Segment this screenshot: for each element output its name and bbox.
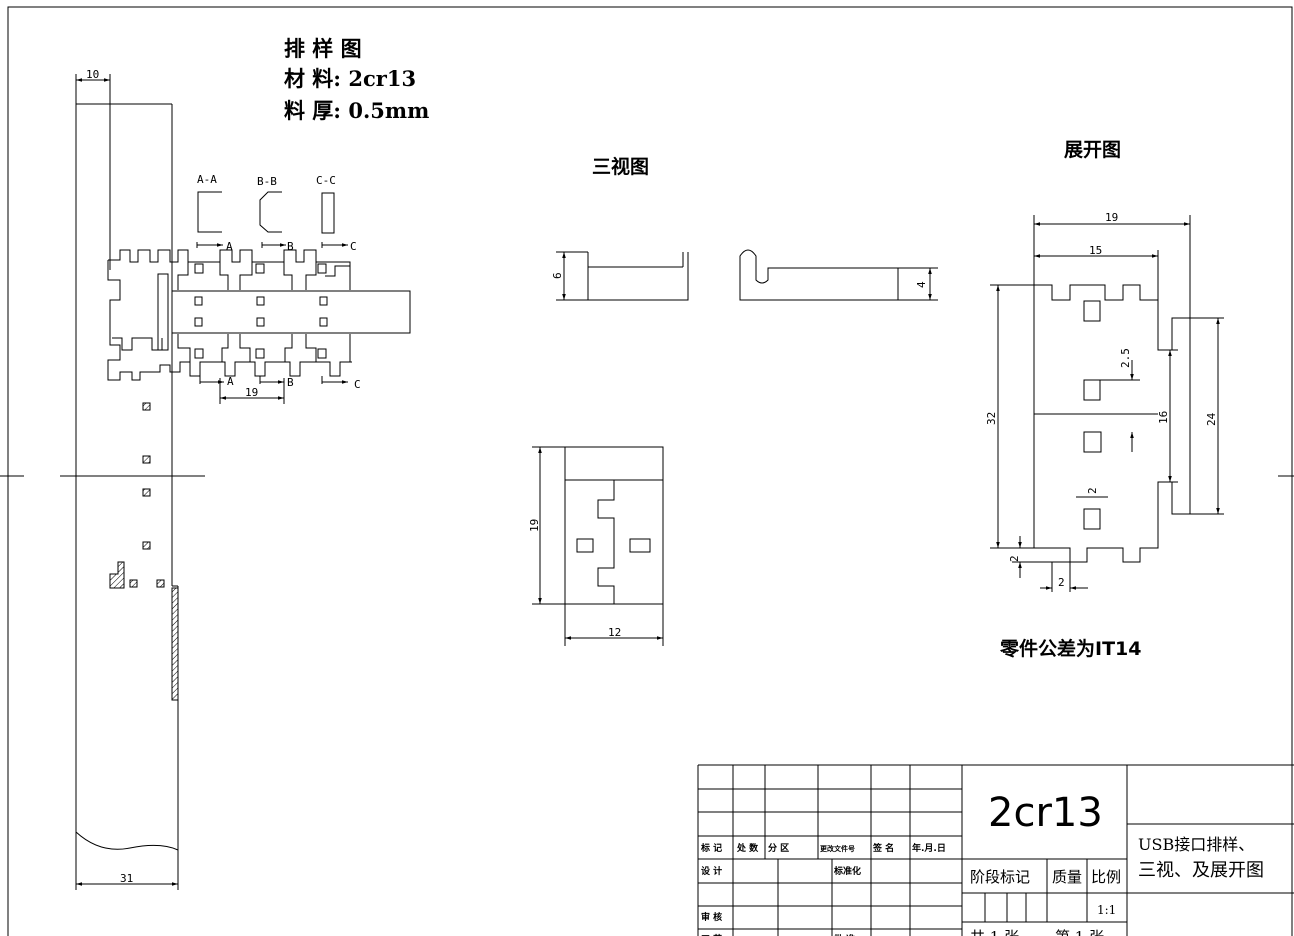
dim-side-height2: 4 (915, 281, 928, 288)
dim-unfold-mid: 16 (1157, 411, 1170, 424)
unfold-view (990, 215, 1224, 592)
dim-unfold-right: 24 (1205, 412, 1218, 426)
sheet-total: 共 1 张 (970, 928, 1019, 936)
dim-unfold-height: 32 (985, 412, 998, 425)
rev-count-label: 处 数 (736, 842, 759, 854)
section-mark-b-bottom: B (287, 376, 294, 389)
strip-notes: 排 样 图 材 料: 2cr13 料 厚: 0.5mm (284, 36, 429, 123)
dim-small-a: 2 (1008, 555, 1021, 562)
rev-zone-label: 分 区 (768, 842, 789, 854)
mass-label: 质量 (1052, 868, 1082, 886)
section-label-aa: A-A (197, 173, 217, 186)
dim-unfold-total: 19 (1105, 211, 1118, 224)
process-label: 工 艺 (701, 933, 722, 936)
section-mark-a-top: A (226, 240, 233, 253)
thickness-note: 料 厚: 0.5mm (284, 98, 429, 123)
dim-unfold-body: 15 (1089, 244, 1102, 257)
scale-label: 比例 (1091, 868, 1121, 886)
rev-date-label: 年.月.日 (912, 842, 946, 854)
drawing-title-line1: USB接口排样、 (1138, 835, 1254, 854)
strip-stations (107, 249, 352, 381)
rev-mark-label: 标 记 (700, 842, 722, 854)
dim-pitch: 19 (245, 386, 258, 399)
dim-strip-top: 10 (86, 68, 99, 81)
section-mark-c-bottom: C (354, 378, 361, 391)
section-mark-b-top: B (287, 240, 294, 253)
sheet-number: 第 1 张 (1055, 928, 1104, 936)
section-labels: A-A B-B C-C A B C A B C (197, 173, 361, 391)
dim-strip-width: 31 (120, 872, 133, 885)
unfold-title: 展开图 (1064, 139, 1121, 161)
material-note: 材 料: 2cr13 (284, 66, 416, 91)
dim-plan-height: 19 (528, 519, 541, 532)
standardize-label: 标准化 (833, 865, 861, 877)
dimension-labels: 10 19 31 6 4 19 12 19 15 32 16 24 2.5 2 … (86, 68, 1218, 885)
drawing-frame (7, 6, 1293, 936)
tolerance-note: 零件公差为IT14 (999, 637, 1141, 660)
scale-value: 1:1 (1097, 903, 1116, 917)
dim-side-height: 6 (551, 272, 564, 279)
dim-small-c: 2 (1086, 487, 1099, 494)
three-views (532, 249, 938, 646)
layout-title: 排 样 图 (284, 36, 362, 61)
rev-doc-label: 更改文件号 (820, 844, 855, 853)
material-label: 2cr13 (988, 790, 1103, 836)
three-view-title: 三视图 (592, 155, 649, 178)
section-mark-a-bottom: A (227, 375, 234, 388)
review-label: 审 核 (701, 911, 722, 923)
title-block (697, 764, 1294, 936)
dim-plan-width: 12 (608, 626, 621, 639)
title-block-text: 2cr13 USB接口排样、 三视、及展开图 标 记 处 数 分 区 更改文件号… (700, 790, 1264, 936)
dim-hole-spacing: 2.5 (1119, 348, 1132, 368)
section-label-cc: C-C (316, 174, 336, 187)
drawing-title-line2: 三视、及展开图 (1138, 860, 1264, 881)
stage-mark-label: 阶段标记 (970, 868, 1030, 886)
design-label: 设 计 (701, 865, 722, 877)
rev-sign-label: 签 名 (872, 842, 894, 854)
section-mark-c-top: C (350, 240, 357, 253)
section-label-bb: B-B (257, 175, 277, 188)
dim-small-b: 2 (1058, 576, 1065, 589)
approve-label: 批 准 (834, 933, 855, 936)
strip-layout (60, 74, 411, 890)
